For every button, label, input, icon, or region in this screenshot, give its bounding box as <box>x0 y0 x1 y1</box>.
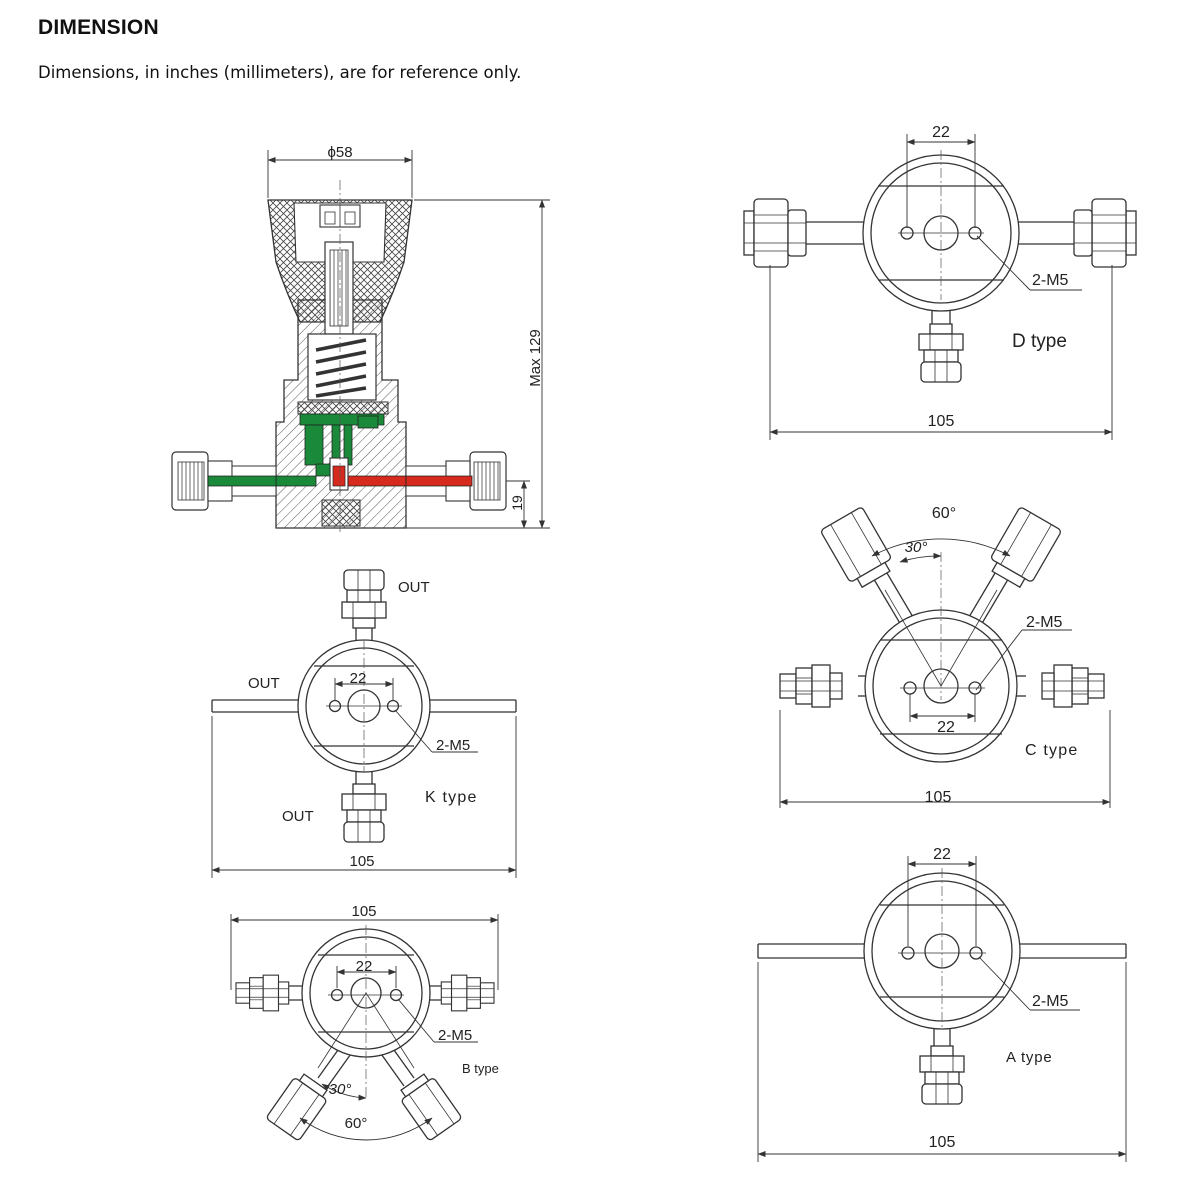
dimension-max-height: Max 129 <box>406 199 550 529</box>
b-type-name: B type <box>462 1061 499 1076</box>
a-thread-label: 2-M5 <box>1032 993 1069 1010</box>
c-angle-inner: 30° <box>905 539 928 556</box>
c-dim-bottom: 105 <box>925 789 952 806</box>
dimension-port-height: 19 <box>506 480 530 529</box>
stem <box>324 241 354 335</box>
b-angle-inner: 30° <box>329 1081 352 1098</box>
port-height-label: 19 <box>509 495 525 511</box>
d-type-view: 22 2-M5 D type 105 <box>743 124 1137 440</box>
dimension-dia58: ϕ58 <box>267 144 413 198</box>
a-dim-top: 22 <box>933 846 951 863</box>
diaphragm-zone <box>297 401 389 527</box>
k-thread-label: 2-M5 <box>436 737 470 754</box>
c-type-view: 60° 30° 2-M5 22 C type 105 <box>779 505 1111 808</box>
b-dim-inner: 22 <box>356 958 373 975</box>
c-dim-inner: 22 <box>937 719 955 736</box>
dia-label: ϕ58 <box>327 144 352 161</box>
k-type-view: 22 2-M5 OUT OUT OUT K type 105 <box>211 569 517 878</box>
c-type-name: C type <box>1025 742 1078 759</box>
a-dim-bottom: 105 <box>929 1134 956 1151</box>
a-type-view: 22 2-M5 A type 105 <box>757 846 1127 1162</box>
d-type-name: D type <box>1012 331 1067 352</box>
k-out-left: OUT <box>248 675 280 692</box>
k-dim-bottom: 105 <box>349 853 374 870</box>
d-thread-label: 2-M5 <box>1032 272 1069 289</box>
reference-note: Dimensions, in inches (millimeters), are… <box>38 63 522 82</box>
a-type-name: A type <box>1006 1049 1053 1066</box>
b-dim-top: 105 <box>351 903 376 920</box>
d-dim-bottom: 105 <box>928 413 955 430</box>
b-angle-outer: 60° <box>345 1115 368 1132</box>
d-dim-top: 22 <box>932 124 950 141</box>
inlet-fitting <box>171 451 277 511</box>
b-type-view: 22 105 2-M5 B type 30° 60° <box>230 903 499 1141</box>
k-type-name: K type <box>425 789 478 806</box>
k-out-top: OUT <box>398 579 430 596</box>
section-view: ϕ58 Max 129 19 <box>171 144 550 534</box>
c-thread-label: 2-M5 <box>1026 614 1063 631</box>
c-angle-outer: 60° <box>932 505 956 522</box>
page-title: DIMENSION <box>38 16 159 39</box>
spring-chamber <box>307 333 377 401</box>
b-thread-label: 2-M5 <box>438 1027 472 1044</box>
outlet-fitting <box>405 451 507 511</box>
k-out-bottom: OUT <box>282 808 314 825</box>
height-label: Max 129 <box>527 329 544 387</box>
k-dim-inner: 22 <box>350 670 367 687</box>
